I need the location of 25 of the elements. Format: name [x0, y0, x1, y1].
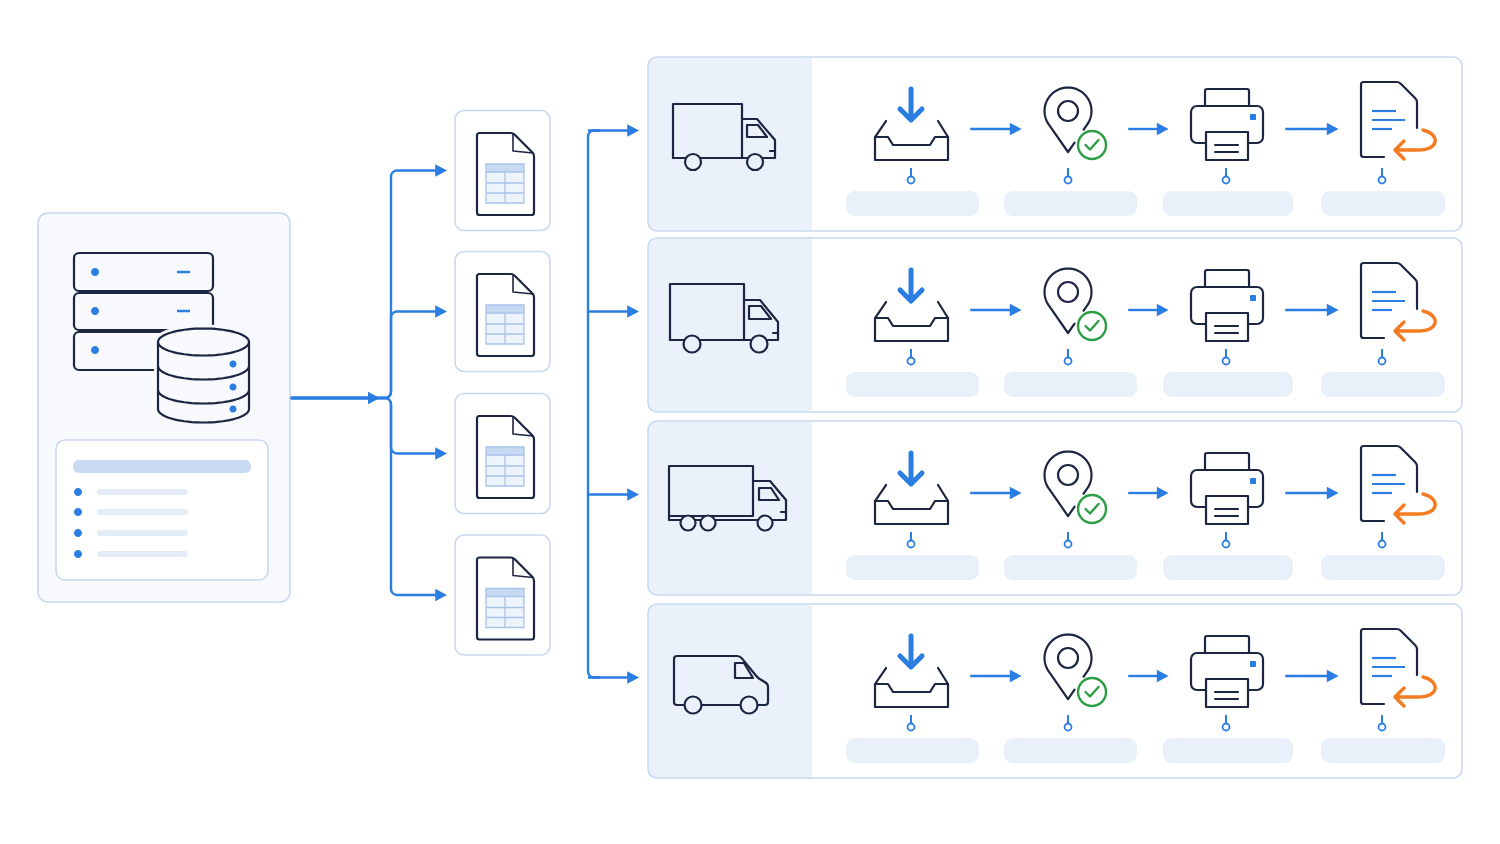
spreadsheet-icon — [475, 272, 536, 358]
document-icon — [1359, 80, 1437, 161]
spreadsheet-icon — [475, 556, 536, 641]
printer-icon — [1189, 451, 1265, 526]
server-database-icon — [72, 251, 253, 427]
document-icon — [1359, 444, 1437, 525]
spreadsheet-icon — [475, 414, 536, 500]
inbox-icon — [873, 450, 950, 526]
document-icon — [1359, 261, 1437, 342]
spreadsheet-icon — [475, 131, 536, 217]
inbox-icon — [873, 86, 950, 162]
truck-icon — [668, 282, 780, 354]
van-icon — [672, 654, 770, 715]
truck-icon — [671, 102, 777, 172]
location-pin-icon — [1043, 86, 1108, 161]
location-pin-icon — [1043, 267, 1108, 342]
location-pin-icon — [1043, 633, 1108, 708]
inbox-icon — [873, 267, 950, 343]
truck-icon — [667, 464, 788, 532]
document-icon — [1359, 627, 1437, 708]
printer-icon — [1189, 268, 1265, 343]
printer-icon — [1189, 87, 1265, 162]
location-pin-icon — [1043, 450, 1108, 525]
inbox-icon — [873, 633, 950, 709]
printer-icon — [1189, 634, 1265, 709]
